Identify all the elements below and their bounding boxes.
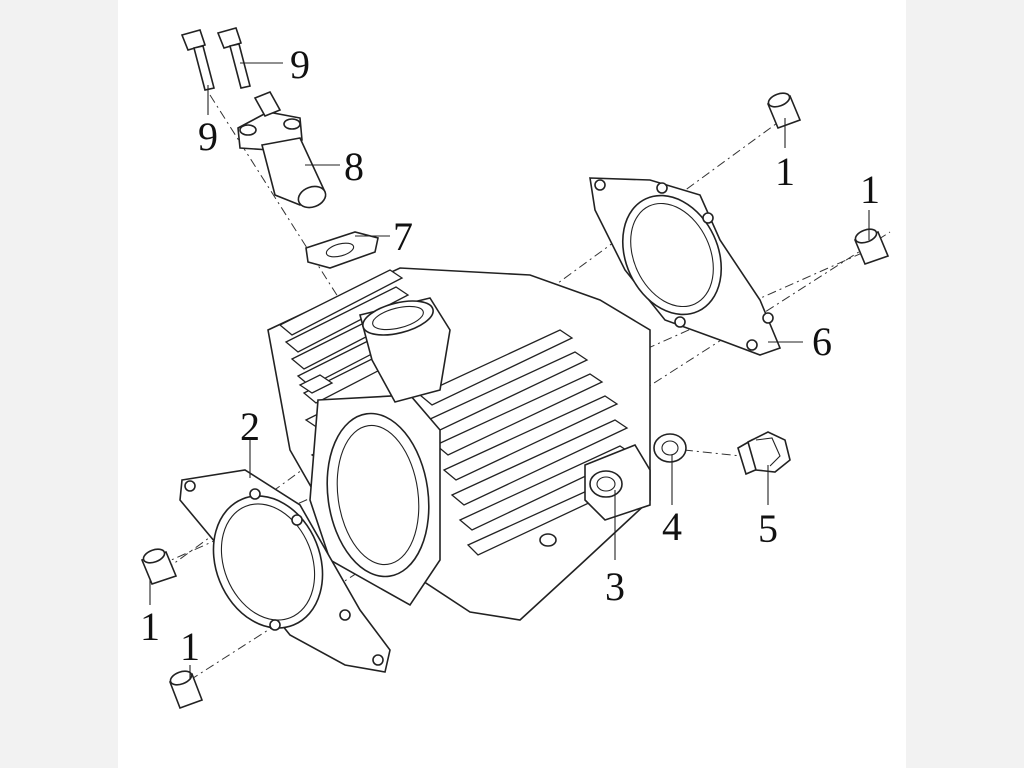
callout-dowel-pin-bottom: 1 bbox=[180, 624, 200, 669]
callout-bolt-left: 9 bbox=[198, 114, 218, 159]
dowel-pin-lower-left-2 bbox=[168, 670, 204, 710]
leader-lines bbox=[149, 62, 870, 680]
tensioner-gasket bbox=[305, 231, 379, 269]
dowel-pin-upper-right-1 bbox=[766, 92, 802, 130]
cylinder-base-gasket bbox=[179, 469, 391, 673]
tensioner-bolt-left bbox=[180, 29, 215, 91]
callout-dowel-pin-right: 1 bbox=[860, 167, 880, 212]
callout-dowel-pin-upper: 1 bbox=[775, 149, 795, 194]
drain-bolt bbox=[737, 431, 791, 476]
tensioner-bolt-right bbox=[216, 27, 251, 89]
chain-tensioner bbox=[237, 90, 327, 209]
callout-chain-tensioner: 8 bbox=[344, 144, 364, 189]
sealing-washer bbox=[653, 433, 687, 463]
dowel-pins bbox=[140, 92, 890, 710]
cylinder-block bbox=[267, 267, 651, 621]
callout-labels: 1 1 1 1 2 3 4 5 6 7 8 9 9 bbox=[140, 42, 880, 669]
dowel-pin-upper-right-2 bbox=[853, 228, 890, 266]
callout-washer: 4 bbox=[662, 504, 682, 549]
callout-base-gasket: 2 bbox=[240, 404, 260, 449]
cylinder-head-gasket bbox=[589, 177, 782, 356]
dowel-pin-lower-left-1 bbox=[140, 548, 178, 585]
callout-cylinder-block: 3 bbox=[605, 564, 625, 609]
callout-tensioner-gasket: 7 bbox=[393, 214, 413, 259]
tensioner-bolts bbox=[180, 27, 251, 91]
callout-bolt-right: 9 bbox=[290, 42, 310, 87]
callout-dowel-pin-lower-left: 1 bbox=[140, 604, 160, 649]
callout-head-gasket: 6 bbox=[812, 319, 832, 364]
callout-bolt: 5 bbox=[758, 506, 778, 551]
